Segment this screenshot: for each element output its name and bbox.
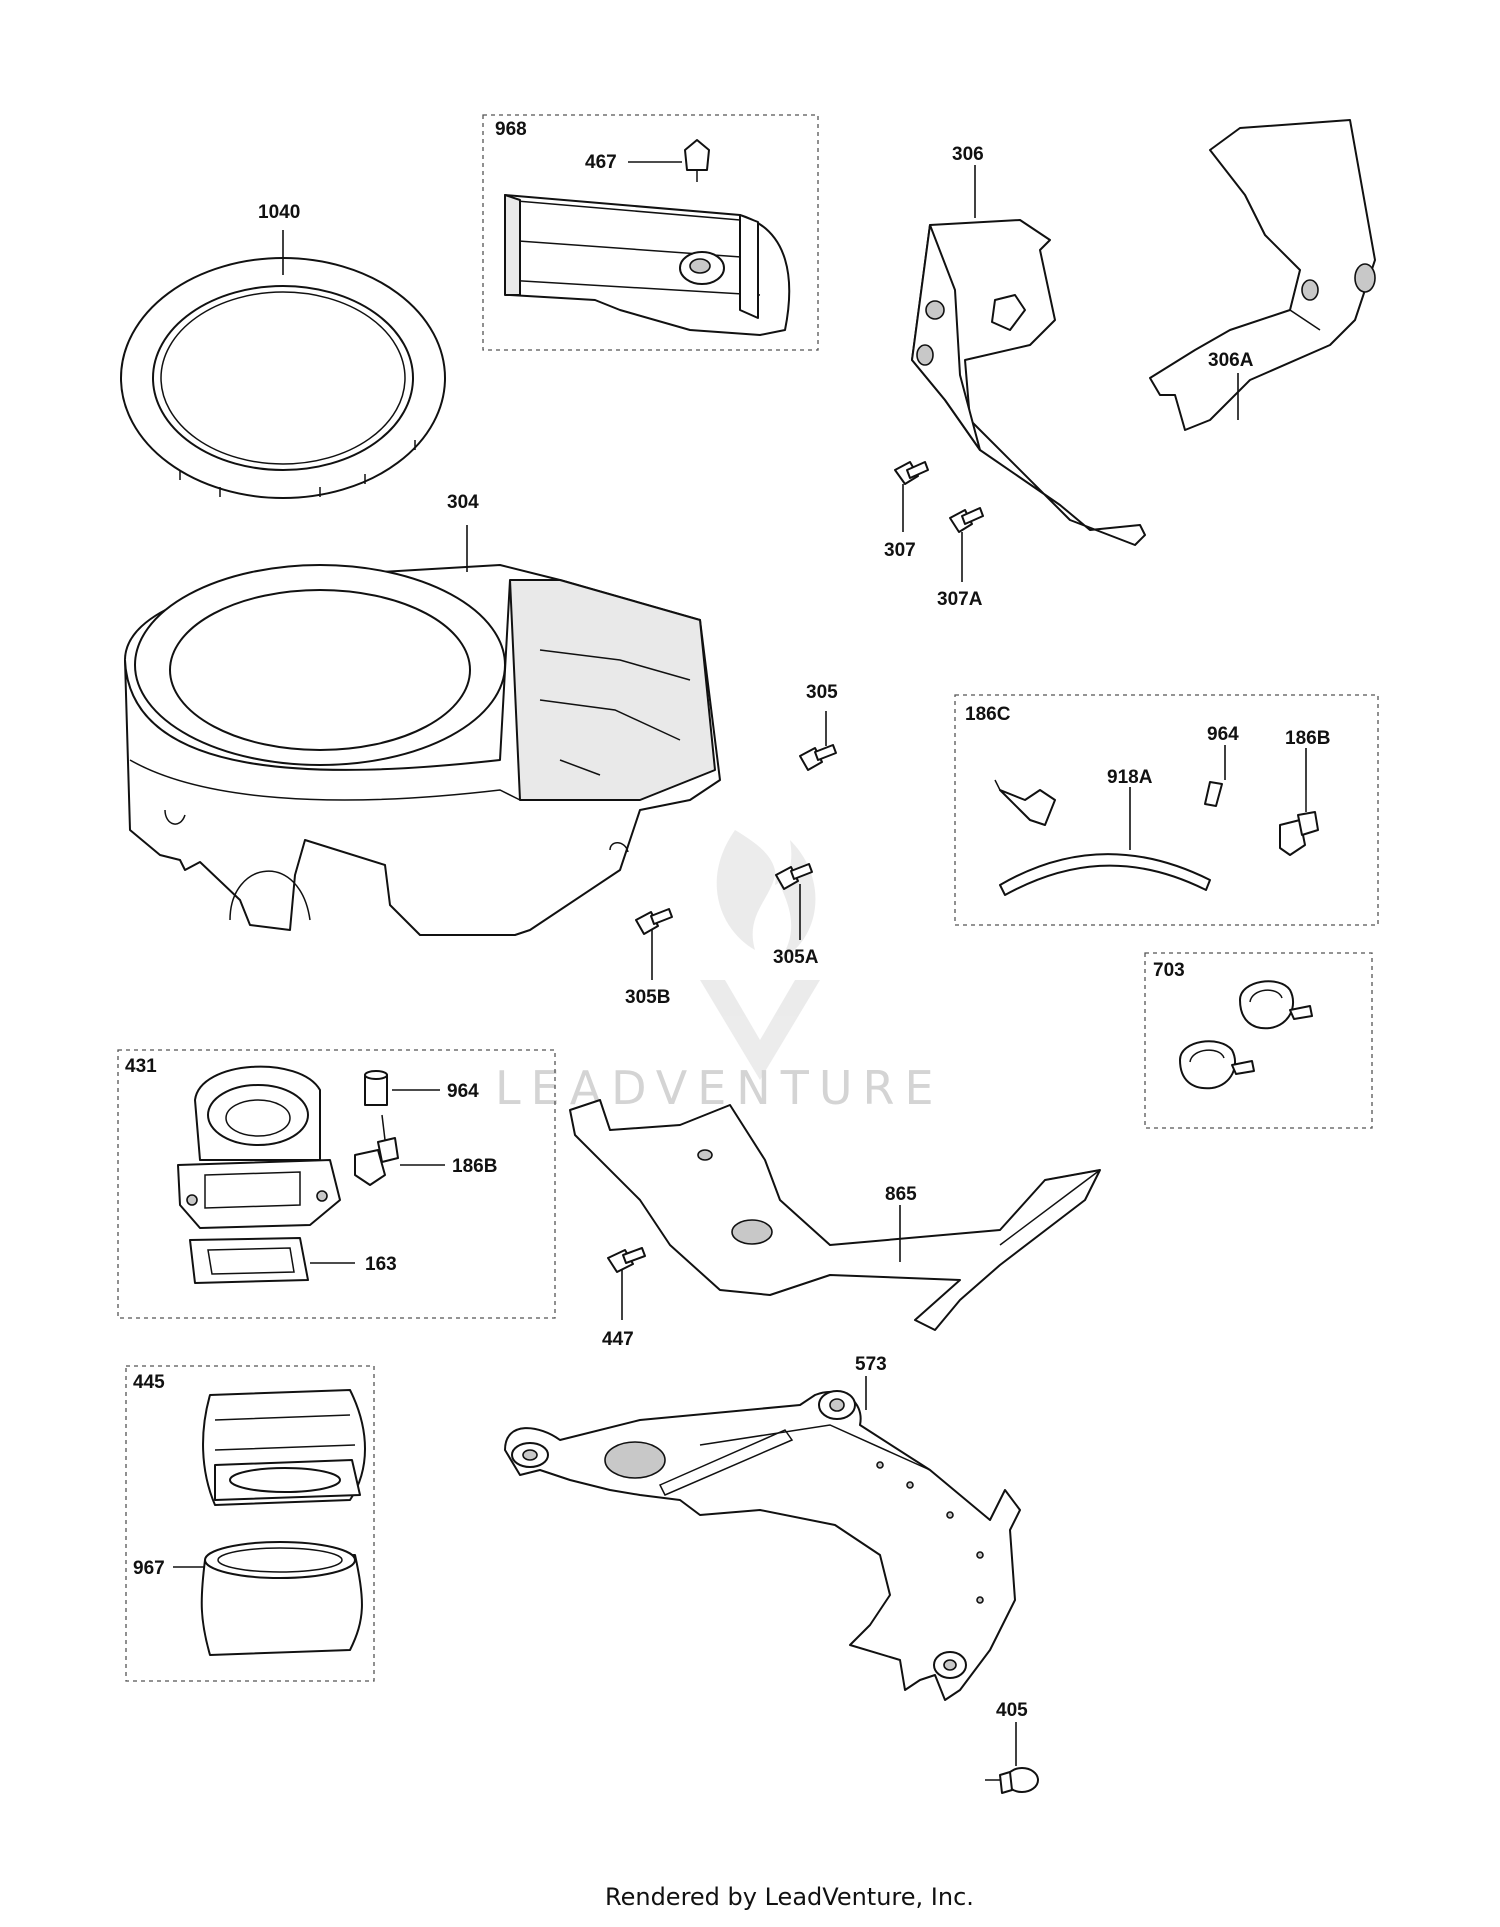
callout-307A: 307A <box>937 589 983 610</box>
callout-967: 967 <box>133 1558 165 1579</box>
part-306A-baffle <box>1149 119 1376 431</box>
part-307A-screw <box>949 507 984 533</box>
callout-186Bb: 186B <box>452 1156 497 1177</box>
callout-865: 865 <box>885 1184 917 1205</box>
callout-405: 405 <box>996 1700 1028 1721</box>
part-186Bb-fitting <box>354 1114 399 1186</box>
group-box-968 <box>482 114 819 351</box>
group-box-703 <box>1144 952 1373 1129</box>
part-304-blower-housing <box>124 564 721 936</box>
callout-305A: 305A <box>773 947 819 968</box>
callout-964: 964 <box>1207 724 1239 745</box>
part-964b-grommet <box>364 1070 388 1106</box>
callout-305: 305 <box>806 682 838 703</box>
callout-304: 304 <box>447 492 479 513</box>
part-703-clamp-1 <box>1239 980 1313 1030</box>
part-305B-bolt <box>635 908 673 935</box>
part-445-filter <box>202 1389 366 1506</box>
callout-445: 445 <box>133 1372 165 1393</box>
callout-447: 447 <box>602 1329 634 1350</box>
callout-431: 431 <box>125 1056 157 1077</box>
part-405-screw <box>985 1767 1039 1794</box>
part-865-baffle <box>569 1099 1101 1331</box>
group-box-186C <box>954 694 1379 926</box>
callout-467: 467 <box>585 152 617 173</box>
part-306-baffle <box>911 219 1146 546</box>
part-186C-fitting <box>994 779 1056 826</box>
part-305-bolt <box>799 744 837 771</box>
watermark-logo <box>700 830 820 1080</box>
callout-163: 163 <box>365 1254 397 1275</box>
part-968-shroud <box>504 139 791 336</box>
part-186B-fitting <box>1279 790 1319 856</box>
callout-918A: 918A <box>1107 767 1153 788</box>
watermark-text: LEADVENTURE <box>495 1061 944 1115</box>
callout-306A: 306A <box>1208 350 1254 371</box>
part-307-screw <box>894 461 929 485</box>
callout-1040: 1040 <box>258 202 300 223</box>
callout-968: 968 <box>495 119 527 140</box>
callout-186B: 186B <box>1285 728 1330 749</box>
part-447-bolt <box>607 1247 646 1273</box>
part-1040-ring <box>120 257 446 499</box>
part-964-grommet <box>1204 781 1223 807</box>
callout-964b: 964 <box>447 1081 479 1102</box>
callout-307: 307 <box>884 540 916 561</box>
part-573-backplate <box>504 1390 1021 1701</box>
group-box-431 <box>117 1049 556 1319</box>
footer-credit: Rendered by LeadVenture, Inc. <box>605 1883 974 1911</box>
part-967-prefilter <box>200 1541 363 1656</box>
part-703-clamp-2 <box>1179 1040 1255 1090</box>
callout-703: 703 <box>1153 960 1185 981</box>
part-305A-bolt <box>775 863 813 890</box>
part-431-air-cleaner <box>177 1065 341 1229</box>
callout-306: 306 <box>952 144 984 165</box>
callout-305B: 305B <box>625 987 670 1008</box>
part-963-gasket <box>189 1237 309 1284</box>
part-918A-hose <box>999 853 1211 896</box>
group-box-445 <box>125 1365 375 1682</box>
callout-186C: 186C <box>965 704 1011 725</box>
callout-573: 573 <box>855 1354 887 1375</box>
